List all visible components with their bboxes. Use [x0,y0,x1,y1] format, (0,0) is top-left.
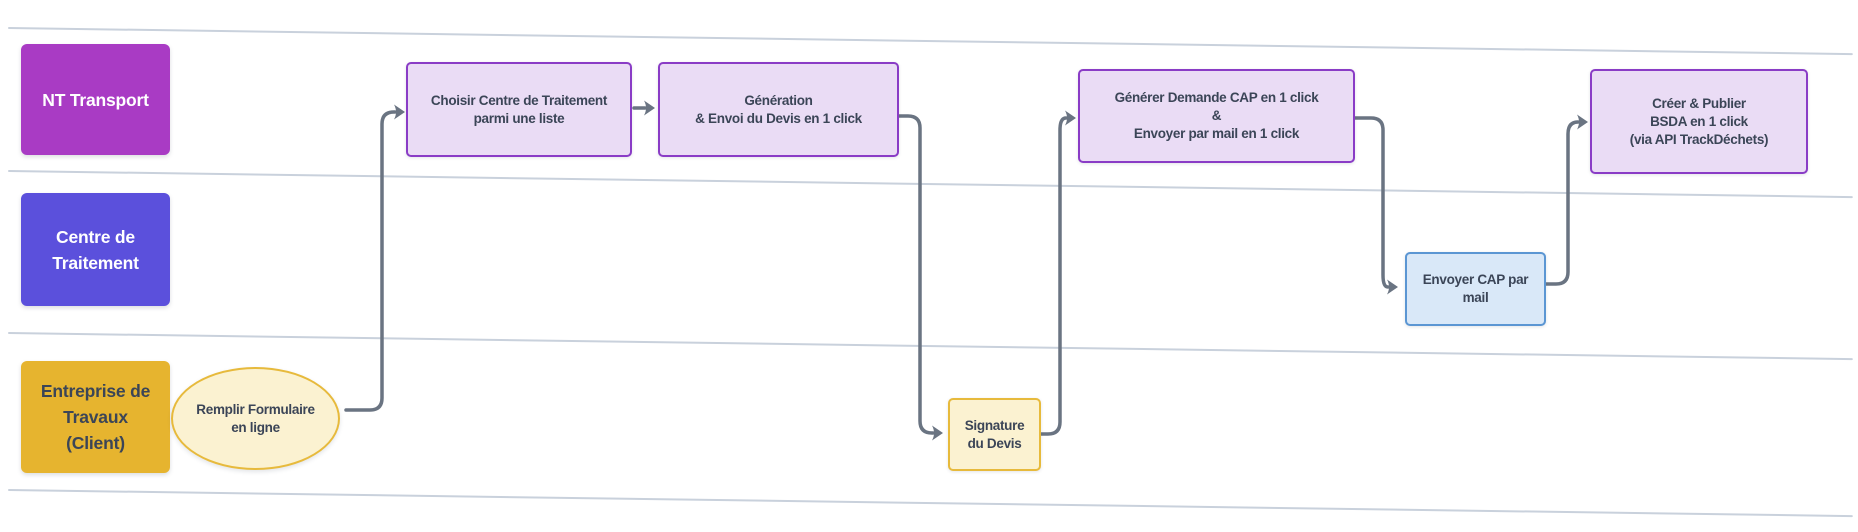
lane-divider-transport-centre [7,170,1853,199]
arrowhead [1065,110,1076,126]
lane-label-nt-transport: NT Transport [21,44,170,155]
lane-label-entreprise-de-travaux: Entreprise de Travaux (Client) [21,361,170,473]
node-generer-demande-cap: Générer Demande CAP en 1 click & Envoyer… [1078,69,1355,163]
arrowhead [644,100,655,116]
node-remplir-formulaire-en-ligne: Remplir Formulaire en ligne [171,367,340,470]
lane-label-centre-de-traitement: Centre de Traitement [21,193,170,306]
node-envoyer-cap-par-mail: Envoyer CAP par mail [1405,252,1546,326]
node-label: Envoyer CAP par mail [1422,272,1529,305]
lane-divider-top [7,27,1853,56]
node-generation-envoi-devis: Génération & Envoi du Devis en 1 click [658,62,899,157]
node-label: Choisir Centre de Traitement parmi une l… [430,92,608,126]
lane-divider-centre-client [7,332,1853,361]
node-label: Générer Demande CAP en 1 click & Envoyer… [1114,90,1319,141]
arrow-formulaire-to-choisir [344,110,397,412]
node-label: Créer & Publier BSDA en 1 click (via API… [1629,95,1769,147]
arrow-signature-to-cap [1039,116,1068,436]
node-label: Remplir Formulaire en ligne [196,401,315,435]
lane-divider-bottom [7,489,1853,518]
arrowhead [1387,279,1398,295]
arrowhead [932,425,943,441]
arrow-devis-to-signature [897,114,935,435]
arrowhead [394,104,405,120]
arrowhead [1577,114,1588,130]
arrow-cap-to-envoyercap [1353,116,1390,289]
node-signature-du-devis: Signature du Devis [948,398,1041,471]
node-choisir-centre-traitement: Choisir Centre de Traitement parmi une l… [406,62,632,157]
node-label: Génération & Envoi du Devis en 1 click [695,92,862,126]
arrow-envoyercap-to-bsda [1544,120,1580,286]
node-creer-publier-bsda: Créer & Publier BSDA en 1 click (via API… [1590,69,1808,174]
node-label: Signature du Devis [964,417,1025,451]
